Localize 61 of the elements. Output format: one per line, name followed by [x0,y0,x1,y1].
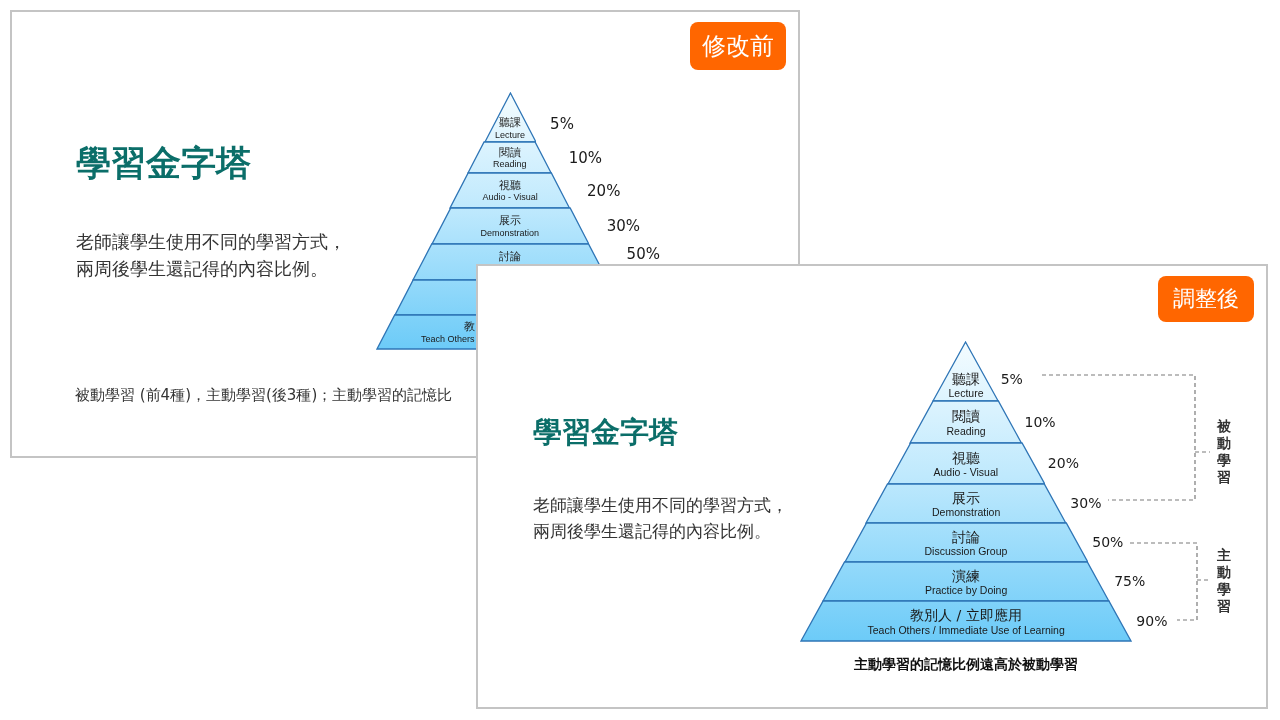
pyramid-tier [376,314,478,350]
percentage-label: 50% [1092,534,1124,551]
pyramid-tier [843,522,1089,563]
percentage-label: 5% [550,115,574,133]
tier-sublabel: Lecture [948,387,984,400]
body-text: 老師讓學生使用不同的學習方式，兩周後學生還記得的內容比例。 [533,494,789,543]
tier-label: 視聽 [499,178,521,193]
percentage-label: 90% [1136,612,1168,630]
tier-label: 演練 [952,566,980,585]
slide-frame [476,264,1268,709]
slide-title: 學習金字塔 [76,142,251,185]
bracket-label: 被動學習 [1216,418,1232,486]
tier-sublabel: Reading [946,424,986,438]
percentage-label: 20% [1047,455,1079,472]
version-tag: 調整後 [1158,276,1254,322]
tier-label: 展示 [499,214,521,228]
tier-sublabel: Audio - Visual [933,466,999,479]
bracket-label: 主動學習 [1216,547,1232,615]
tier-sublabel: Reading [493,159,527,170]
summary-text: 被動學習 (前4種)，主動學習(後3種)；主動學習的記憶比 [75,385,453,405]
percentage-label: 20% [587,181,621,200]
pyramid-tier [932,341,1000,402]
pyramid-tier [909,400,1023,444]
tier-label: 視聽 [952,448,980,467]
pyramid-tier [886,442,1046,485]
percentage-label: 75% [1114,573,1146,590]
tier-sublabel: Lecture [495,129,525,141]
tier-sublabel: Practice by Doing [925,584,1008,597]
pyramid-tier [449,172,571,209]
pyramid-tier [430,207,590,245]
tier-label: 展示 [952,488,980,507]
pyramid-tier [822,561,1110,602]
percentage-label: 50% [626,245,660,263]
percentage-label: 10% [1024,413,1056,431]
tier-sublabel: Demonstration [480,227,539,239]
slide-title: 學習金字塔 [533,414,678,451]
tier-label: 聽課 [952,369,980,388]
tier-sublabel: Teach Others [421,333,475,345]
tier-label: 教別人 / 立即應用 [910,606,1022,624]
percentage-label: 10% [568,148,603,167]
version-tag: 修改前 [690,22,786,70]
percentage-label: 5% [1000,371,1023,388]
pyramid-tier [393,279,478,316]
pyramid-tier [800,600,1132,642]
caption-text: 主動學習的記憶比例遠高於被動學習 [854,655,1078,673]
pyramid-tier [483,92,537,143]
tier-label: 聽課 [499,116,521,130]
tier-sublabel: Audio - Visual [482,192,538,203]
tier-label: 討論 [952,527,980,546]
tier-label: 討論 [499,250,521,264]
tier-sublabel: Demonstration [932,506,1001,519]
percentage-label: 30% [1070,495,1102,512]
pyramid-tier [865,483,1067,524]
body-text: 老師讓學生使用不同的學習方式，兩周後學生還記得的內容比例。 [76,229,347,281]
tier-sublabel: Discussion Group [924,545,1008,558]
tier-label: 閱讀 [499,145,521,160]
tier-label: 閱讀 [952,407,980,425]
tier-label: 教 [464,320,475,334]
pyramid-tier [467,141,553,174]
tier-sublabel: Teach Others / Immediate Use of Learning [867,623,1065,637]
percentage-label: 30% [606,217,641,235]
